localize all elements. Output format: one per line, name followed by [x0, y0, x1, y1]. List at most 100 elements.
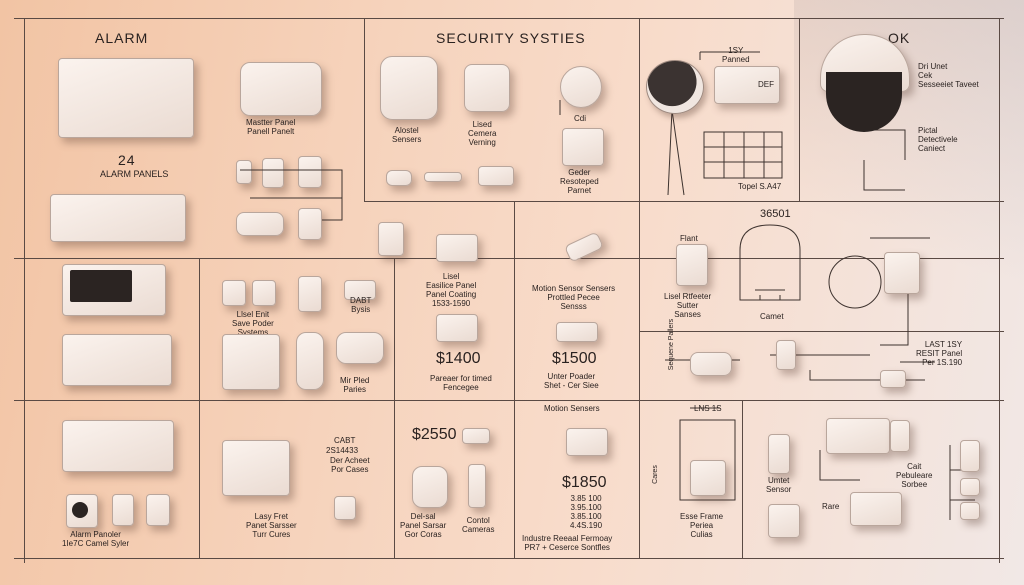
contact-device	[556, 322, 598, 342]
sensor-device	[960, 502, 980, 520]
unter-poder-label: Unter Poader Shet - Cer Siee	[544, 372, 599, 390]
control-box-device	[884, 252, 920, 294]
heading-count: 24	[118, 152, 136, 168]
grid-line	[14, 18, 1004, 19]
camera-lens	[72, 502, 88, 518]
master-panel-device	[240, 62, 322, 116]
siren-device	[336, 332, 384, 364]
sensor-device	[880, 370, 906, 388]
camera-device	[646, 60, 704, 114]
topel-label: Topel S.A47	[738, 182, 782, 191]
grid-line	[514, 201, 515, 558]
siren-device	[236, 212, 284, 236]
grid-line	[799, 18, 800, 201]
sensor-device	[298, 156, 322, 188]
lns-label: LNS 1S	[694, 404, 722, 413]
sensor-device	[890, 420, 910, 452]
lisel-enit-label: Llsel Enit Save Poder Systems	[232, 310, 274, 337]
sensor-device	[378, 222, 404, 256]
camera-box-device	[850, 492, 902, 526]
gader-label: Geder Resoteped Parnet	[560, 168, 599, 195]
grid-line	[639, 331, 1004, 332]
grid-line	[24, 18, 25, 563]
grid-line	[14, 400, 1004, 401]
grid-line	[742, 400, 743, 558]
sensor-device	[222, 280, 246, 306]
cabt-sub-label: Der Acheet Por Cases	[330, 456, 370, 474]
grid-line	[364, 201, 1004, 202]
heading-alarm-panels: ALARM PANELS	[100, 169, 169, 179]
keypad-panel-device	[50, 194, 186, 242]
pictal-label: Pictal Detectivele Caniect	[918, 126, 958, 153]
dabt-label: DABT Bysis	[350, 296, 372, 314]
top-panned-label: 1SY Panned	[722, 46, 750, 64]
lcd-screen	[70, 270, 132, 302]
heading-security-systems: SECURITY SYSTIES	[436, 30, 586, 46]
control-panel-device	[62, 334, 172, 386]
side-label: Sequene Pallers	[668, 318, 676, 371]
sensor-device	[262, 158, 284, 188]
grid-line	[364, 18, 365, 201]
del-sal-label: Del-sal Panel Sarsar Gor Coras	[400, 512, 447, 539]
master-panel-label: Mastter Panel Panell Panelt	[246, 118, 296, 136]
sensor-device	[768, 504, 800, 538]
dome-camera-lens	[826, 72, 902, 132]
contact-device	[468, 464, 486, 508]
contol-cameras-label: Contol Cameras	[462, 516, 495, 534]
lisel-reflector-label: Lisel Rtfeeter Sutter Sanses	[664, 292, 712, 319]
last-15y-label: LAST 1SY RESIT Panel Per 1S.190	[916, 340, 963, 367]
price-1500: $1500	[552, 350, 597, 367]
pir-sensor-device	[412, 466, 448, 508]
sensor-device	[334, 496, 356, 520]
sensor-device	[236, 160, 252, 184]
contact-device	[386, 170, 412, 186]
cabt-label: CABT	[334, 436, 356, 445]
grid-line	[199, 258, 200, 558]
cdi-label: Cdi	[574, 114, 587, 123]
esse-frame-label: Esse Frame Periea Culias	[680, 512, 724, 539]
lised-cemera-label: Lised Cemera Verning	[468, 120, 497, 147]
camera-box-device	[436, 314, 478, 342]
contact-device	[424, 172, 462, 182]
sensor-device	[776, 340, 796, 370]
remote-device	[296, 332, 324, 390]
umtet-label: Umtet Sensor	[766, 476, 792, 494]
pareaer-label: Pareaer for timed Fencegee	[430, 374, 492, 392]
sensor-device	[768, 434, 790, 474]
panel-device	[690, 460, 726, 496]
lisel-easilice-label: Lisel Easilice Panel Panel Coating 1533-…	[426, 272, 477, 308]
price-1400: $1400	[436, 350, 481, 367]
lasy-fret-label: Lasy Fret Panet Sarsser Turr Cures	[246, 512, 297, 539]
sensor-device	[146, 494, 170, 526]
rare-label: Rare	[822, 502, 840, 511]
grid-line	[14, 558, 1004, 559]
grid-line	[14, 258, 1004, 259]
grid-line	[394, 258, 395, 558]
contact-device	[478, 166, 514, 186]
alarm-panel-device	[58, 58, 194, 138]
grid-line	[999, 18, 1000, 563]
reader-device	[562, 128, 604, 166]
sensor-device	[344, 280, 376, 300]
camera-module-device	[714, 66, 780, 104]
price-2550: $2550	[412, 426, 457, 443]
sensor-device	[298, 276, 322, 312]
sensor-device	[960, 478, 980, 496]
mlr-pied-label: Mir Pled Paries	[340, 376, 370, 394]
side-label-2: Cares	[651, 465, 659, 484]
catalog-sheet	[14, 18, 1004, 563]
motion-sensor-device	[380, 56, 438, 120]
camera-box-device	[436, 234, 478, 262]
camera-box-device	[566, 428, 608, 456]
round-sensor-device	[560, 66, 602, 108]
alarm-keypad-device	[62, 420, 174, 472]
dri-unet-label: Dri Unet Cek Sesseeiet Taveet	[918, 62, 979, 89]
sensor-device	[298, 208, 322, 240]
cait-label: Cait Pebuleare Sorbee	[896, 462, 933, 489]
heading-alarm: ALARM	[95, 30, 149, 46]
sensor-device	[252, 280, 276, 306]
motion-sensor-label: Motion Sensor Sensers Prottled Pecee Sen…	[532, 284, 616, 311]
monitor-device	[826, 418, 890, 454]
contact-device	[462, 428, 490, 444]
